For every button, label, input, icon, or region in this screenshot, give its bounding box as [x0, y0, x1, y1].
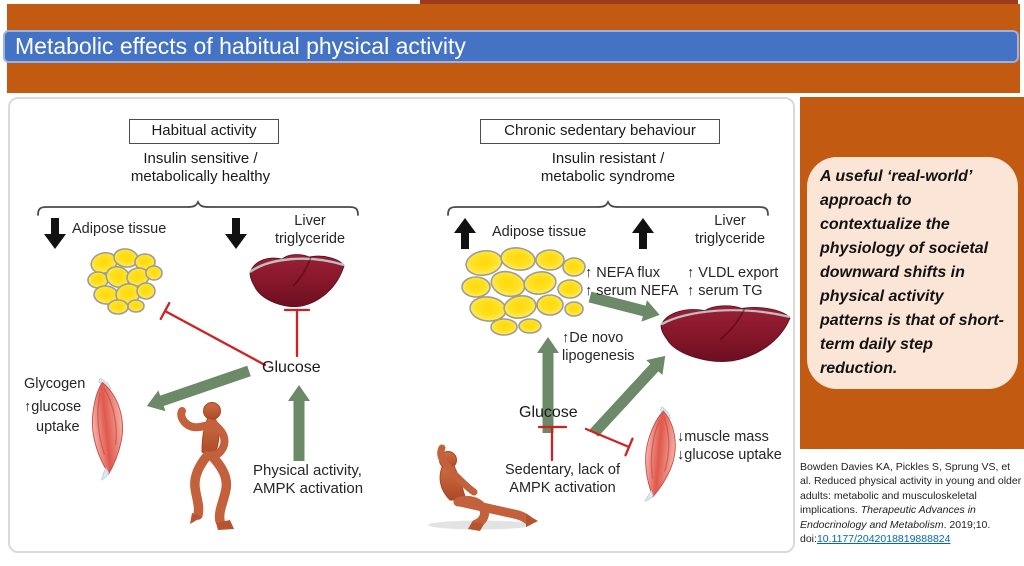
up-arrow-icon	[632, 218, 654, 249]
green-arrow-activity-to-glucose	[288, 385, 310, 461]
left-header-box: Habitual activity	[129, 119, 279, 144]
glycogen-label: Glycogen ↑glucose uptake	[24, 376, 86, 435]
muscle-effects-label: ↓muscle mass ↓glucose uptake	[677, 429, 782, 463]
callout-box: A useful ‘real-world’ approach to contex…	[807, 157, 1018, 389]
doi-label: doi:	[800, 533, 817, 546]
inhibit-line-glucose-muscle	[584, 427, 634, 457]
citation: Bowden Davies KA, Pickles S, Sprung VS, …	[800, 460, 1022, 546]
left-subtitle: Insulin sensitive / metabolically health…	[130, 150, 271, 185]
page-title: Metabolic effects of habitual physical a…	[15, 33, 466, 59]
inhibit-line-glucose-liver	[283, 308, 311, 358]
right-header-box: Chronic sedentary behaviour	[480, 119, 720, 144]
vldl-label: ↑ VLDL export ↑ serum TG	[687, 265, 779, 299]
citation-year: . 2019;10.	[943, 518, 991, 531]
diagram-panel: Habitual activity Insulin sensitive / me…	[8, 97, 795, 553]
right-header-label: Chronic sedentary behaviour	[504, 122, 696, 139]
physical-activity-label: Physical activity, AMPK activation	[253, 462, 364, 497]
down-arrow-icon	[44, 218, 66, 249]
left-adipose-label: Adipose tissue	[72, 221, 167, 237]
up-arrow-icon	[454, 218, 476, 249]
nefa-label: ↑ NEFA flux ↑ serum NEFA	[585, 265, 679, 299]
citation-journal: Therapeutic Advances in Endocrinology an…	[800, 504, 976, 531]
runner-figure	[177, 402, 234, 530]
adipose-illustration-left	[87, 248, 163, 315]
denovo-label: ↑De novo lipogenesis	[562, 330, 635, 364]
doi-link[interactable]: 10.1177/2042018819888824	[816, 533, 951, 546]
down-arrow-icon	[225, 218, 247, 249]
adipose-illustration-right	[461, 247, 586, 336]
left-header-label: Habitual activity	[151, 122, 257, 139]
sedentary-label: Sedentary, lack of AMPK activation	[505, 462, 620, 496]
header-accent-strip	[420, 0, 1018, 5]
left-liver-label: Liver triglyceride	[274, 213, 346, 247]
muscle-illustration-right	[644, 406, 676, 502]
right-subtitle: Insulin resistant / metabolic syndrome	[540, 150, 676, 185]
liver-illustration-left	[249, 254, 345, 308]
liver-illustration-right	[660, 305, 791, 362]
inhibit-line-sedentary-glucose	[537, 425, 568, 462]
title-bar: Metabolic effects of habitual physical a…	[3, 30, 1019, 63]
callout-text: A useful ‘real-world’ approach to contex…	[820, 168, 1005, 377]
right-adipose-label: Adipose tissue	[492, 224, 587, 240]
inhibit-line-glucose-adipose	[159, 301, 267, 367]
muscle-illustration-left	[91, 378, 123, 481]
left-glucose-label: Glucose	[262, 359, 321, 376]
right-glucose-label: Glucose	[519, 404, 578, 421]
green-arrow-glucose-to-muscle	[146, 365, 251, 412]
right-liver-label: Liver triglyceride	[694, 213, 766, 247]
citation-text: Bowden Davies KA, Pickles S, Sprung VS, …	[800, 461, 1022, 517]
